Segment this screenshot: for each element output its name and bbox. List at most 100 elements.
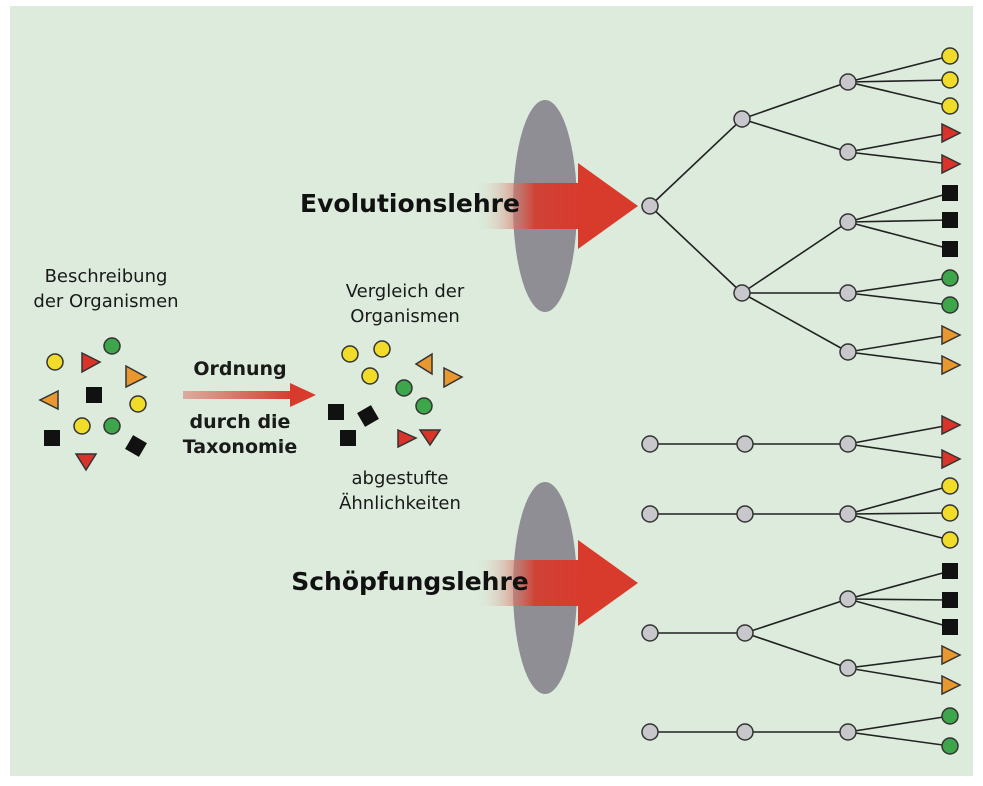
tree-node: [839, 284, 857, 302]
organism-cluster-ordered: [328, 340, 464, 449]
organism-triangle-orange: [443, 366, 464, 389]
branch-line: [847, 351, 951, 366]
tree-node: [839, 435, 857, 453]
branch-line: [847, 292, 951, 306]
branch-line: [847, 132, 951, 153]
branch-line: [744, 632, 849, 669]
label-abgestufte: abgestufte: [352, 468, 449, 489]
organism-square-black: [86, 387, 102, 403]
label-beschreibung-2: der Organismen: [33, 291, 178, 312]
leaf-circle-yellow: [941, 531, 959, 549]
tree-node: [839, 143, 857, 161]
creation-lineages: [641, 414, 962, 755]
creation-lens-group: Schöpfungslehre: [291, 482, 638, 694]
creation-arrow-head: [578, 540, 638, 626]
branch-line: [847, 219, 951, 223]
organism-square-black: [44, 430, 60, 446]
leaf-circle-green: [941, 707, 959, 725]
leaf-triangle-red: [941, 122, 962, 144]
branch-line: [847, 221, 951, 250]
tree-node: [641, 723, 659, 741]
tree-node: [641, 435, 659, 453]
leaf-circle-yellow: [941, 97, 959, 115]
leaf-circle-green: [941, 269, 959, 287]
evolution-arrow-body: [475, 183, 583, 229]
branch-line: [649, 205, 743, 294]
organism-circle-yellow: [361, 367, 379, 385]
tree-node: [733, 284, 751, 302]
organism-triangle-red: [397, 428, 418, 449]
background-panel: [10, 6, 973, 776]
leaf-circle-yellow: [941, 47, 959, 65]
organism-circle-green: [103, 417, 121, 435]
tree-node: [839, 343, 857, 361]
tree-node: [839, 659, 857, 677]
taxonomy-arrow: [183, 383, 316, 407]
leaf-circle-yellow: [941, 71, 959, 89]
branch-line: [847, 277, 951, 294]
tree-node: [736, 505, 754, 523]
branch-line: [741, 292, 849, 353]
leaf-circle-green: [941, 737, 959, 755]
tree-node: [839, 73, 857, 91]
label-ordnung: Ordnung: [193, 358, 286, 380]
organism-triangle-orange: [125, 364, 148, 389]
label-vergleich-1: Vergleich der: [346, 281, 465, 302]
tree-node: [736, 624, 754, 642]
label-durch-die: durch die: [190, 411, 291, 433]
organism-circle-green: [103, 337, 121, 355]
branch-line: [847, 598, 951, 601]
branch-line: [847, 424, 951, 445]
organism-circle-yellow: [73, 417, 91, 435]
label-taxonomie: Taxonomie: [183, 436, 297, 458]
organism-cluster-unordered: [38, 337, 148, 472]
label-evolutionslehre: Evolutionslehre: [300, 189, 520, 218]
label-schoepfungslehre: Schöpfungslehre: [291, 567, 529, 596]
label-beschreibung-1: Beschreibung: [45, 266, 168, 287]
leaf-square-black: [942, 592, 958, 608]
leaf-square-black: [942, 241, 958, 257]
branch-line: [649, 118, 743, 207]
branch-line: [847, 715, 951, 733]
branch-line: [847, 570, 951, 600]
organism-circle-green: [415, 397, 433, 415]
organism-square-black: [340, 430, 356, 446]
tree-node: [641, 505, 659, 523]
organism-circle-yellow: [46, 353, 64, 371]
branch-line: [847, 512, 951, 515]
leaf-circle-green: [941, 296, 959, 314]
label-aehnlichkeiten: Ähnlichkeiten: [339, 493, 461, 514]
tree-node: [641, 624, 659, 642]
organism-circle-yellow: [129, 395, 147, 413]
branch-line: [847, 55, 951, 83]
leaf-triangle-red: [941, 414, 962, 436]
branch-line: [847, 79, 951, 83]
leaf-square-black: [942, 185, 958, 201]
leaf-triangle-orange: [941, 354, 962, 376]
branch-line: [847, 731, 951, 747]
leaf-square-black: [942, 619, 958, 635]
tree-node: [736, 435, 754, 453]
branch-line: [741, 81, 849, 120]
leaf-circle-yellow: [941, 504, 959, 522]
organism-triangle-red: [418, 429, 442, 447]
leaf-circle-yellow: [941, 477, 959, 495]
branch-line: [847, 443, 951, 460]
leaf-square-black: [942, 212, 958, 228]
leaf-square-black: [942, 563, 958, 579]
branch-line: [847, 81, 951, 107]
branch-line: [741, 118, 849, 153]
branch-line: [847, 192, 951, 223]
tree-node: [641, 197, 659, 215]
tree-node: [839, 590, 857, 608]
leaf-triangle-red: [941, 448, 962, 470]
leaf-triangle-orange: [941, 644, 962, 666]
creation-arrow-body: [475, 560, 583, 606]
tree-node: [839, 213, 857, 231]
leaf-triangle-orange: [941, 674, 962, 696]
organism-circle-green: [395, 379, 413, 397]
branch-line: [744, 598, 849, 634]
organism-triangle-orange: [414, 352, 433, 376]
